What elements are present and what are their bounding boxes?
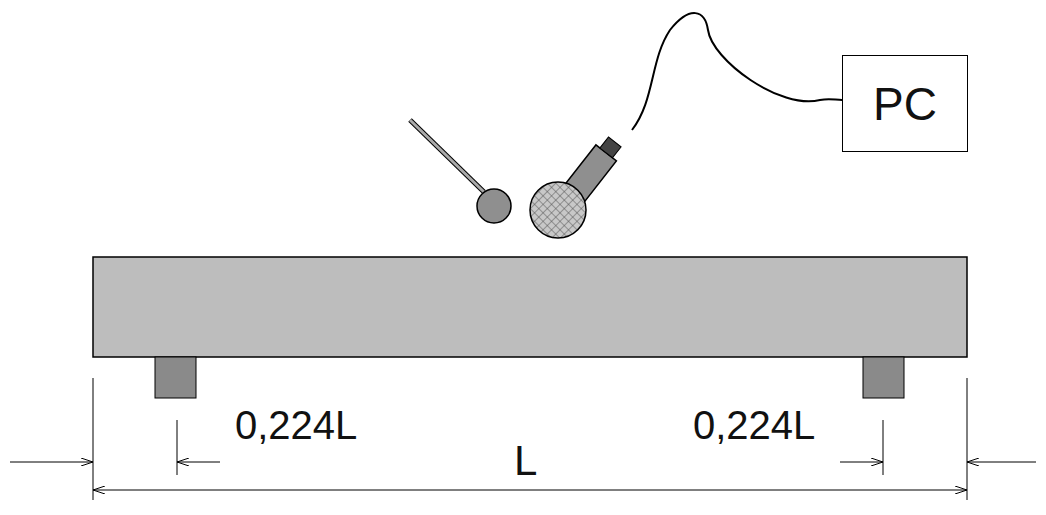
support xyxy=(155,357,196,398)
beam xyxy=(93,257,967,357)
dimension-label: 0,224L xyxy=(232,405,360,445)
hammer-head xyxy=(477,189,511,223)
cable xyxy=(632,13,842,130)
node-label: PC xyxy=(873,81,937,127)
hammer-handle xyxy=(410,120,484,192)
dimension-label: L xyxy=(511,440,540,482)
computer-box: PC xyxy=(842,55,968,152)
support xyxy=(863,357,904,398)
hammer-handle xyxy=(410,120,484,192)
dimension-lines xyxy=(10,378,1036,500)
microphone-head xyxy=(530,182,586,238)
dimension-label: 0,224L xyxy=(690,405,818,445)
